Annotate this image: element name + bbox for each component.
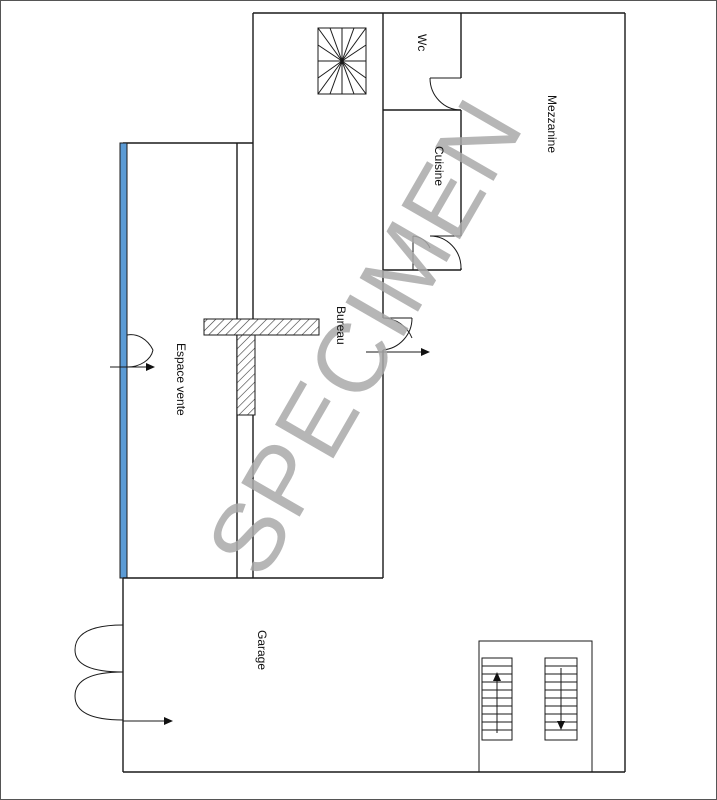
room-label-garage: Garage <box>255 630 269 670</box>
entry-arrow-shop <box>110 363 155 371</box>
room-label-bureau: Bureau <box>334 306 348 345</box>
door-bureau <box>382 317 413 351</box>
entry-arrow-garage <box>123 717 173 725</box>
room-label-mezzanine: Mezzanine <box>545 95 559 153</box>
door-cuisine <box>412 235 462 270</box>
structural-pillar <box>203 318 320 416</box>
door-shop <box>126 334 154 368</box>
room-label-wc: Wc <box>415 34 429 51</box>
shop-window <box>119 142 128 579</box>
room-label-cuisine: Cuisine <box>432 146 446 186</box>
spiral-staircase <box>317 27 367 95</box>
entry-arrow-bureau <box>366 348 430 356</box>
room-label-espace-vente: Espace vente <box>174 343 188 416</box>
door-wc <box>429 77 462 111</box>
door-garage <box>74 624 124 721</box>
straight-staircases <box>478 640 593 773</box>
